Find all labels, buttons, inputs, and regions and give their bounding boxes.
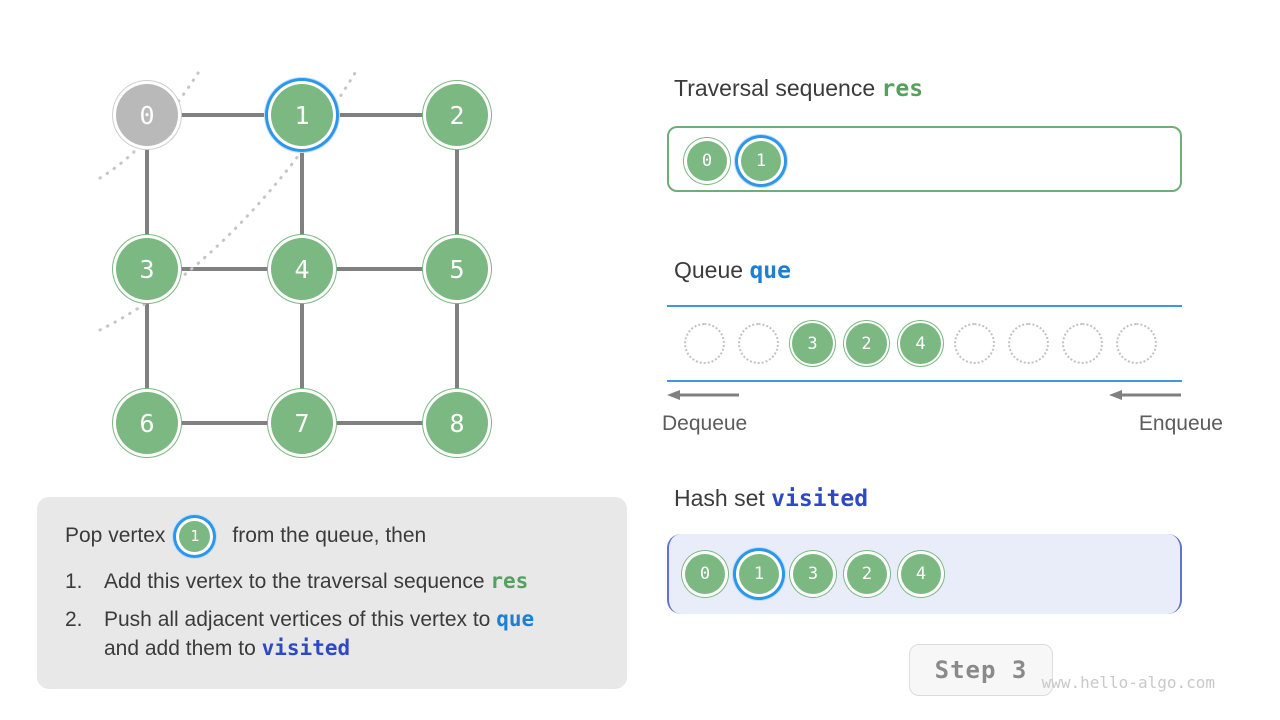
graph-node-3[interactable]: 3 [116,238,178,300]
explanation-box: Pop vertex 1 from the queue, then 1. Add … [37,497,627,689]
res-section-title: Traversal sequence res [674,75,923,102]
set-container: 0 1 3 2 4 [667,534,1182,614]
queue-slots: 3 2 4 [684,305,1157,382]
res-item-label: 1 [755,151,767,171]
queue-container: 3 2 4 [667,305,1182,382]
graph-node-label: 2 [449,100,465,130]
queue-slot-filled-3: 3 [792,323,833,364]
queue-slot-empty [684,323,725,364]
graph-node-label: 5 [449,254,465,284]
set-item-0: 0 [685,554,725,594]
graph-node-4[interactable]: 4 [271,238,333,300]
set-title-code: visited [771,486,869,512]
dequeue-arrow-icon [667,390,739,400]
set-item-3: 3 [793,554,833,594]
queue-slot-label: 3 [807,333,818,354]
explanation-step-code: que [496,607,535,631]
explanation-step-text: Push all adjacent vertices of this verte… [104,605,534,663]
enqueue-label: Enqueue [1138,412,1223,435]
queue-section-title: Queue que [674,257,791,284]
queue-rule-bottom [667,380,1182,382]
explanation-lead-after: from the queue, then [232,524,427,547]
queue-title-code: que [749,258,791,284]
queue-arrows [667,385,1182,407]
res-item-1: 1 [741,141,781,181]
graph-node-1[interactable]: 1 [271,84,333,146]
set-item-label: 2 [861,564,873,584]
graph-node-label: 0 [139,100,155,130]
set-item-label: 4 [915,564,927,584]
set-item-4: 4 [901,554,941,594]
explanation-step: 1. Add this vertex to the traversal seque… [65,567,599,596]
set-item-1: 1 [739,554,779,594]
set-item-label: 0 [699,564,711,584]
explanation-step-code-2: visited [261,636,351,660]
graph-node-label: 6 [139,408,155,438]
queue-slot-filled-4: 4 [900,323,941,364]
set-item-2: 2 [847,554,887,594]
res-title-code: res [881,76,924,102]
explanation-headline: Pop vertex 1 from the queue, then [65,519,599,553]
queue-slot-empty [954,323,995,364]
graph-node-label: 8 [449,408,465,438]
explanation-step-prefix: Add this vertex to the traversal sequenc… [104,570,491,593]
graph-node-5[interactable]: 5 [426,238,488,300]
explanation-steps: 1. Add this vertex to the traversal seque… [65,567,599,663]
step-badge: Step 3 [909,644,1053,696]
set-title-text: Hash set [674,485,772,511]
explanation-step: 2. Push all adjacent vertices of this ver… [65,605,599,663]
enqueue-arrow-icon [1109,390,1181,400]
explanation-vertex-chip: 1 [179,520,211,552]
queue-title-text: Queue [674,257,750,283]
dequeue-label: Dequeue [662,412,748,435]
graph-node-7[interactable]: 7 [271,392,333,454]
set-item-label: 1 [753,564,765,584]
set-item-label: 3 [807,564,819,584]
queue-slot-label: 4 [915,333,926,354]
queue-slot-filled-2: 2 [846,323,887,364]
explanation-vertex-label: 1 [190,527,200,545]
graph-edges-and-frontier [98,66,459,425]
graph-node-label: 7 [294,408,310,438]
set-items: 0 1 3 2 4 [685,534,941,614]
queue-slot-empty [1062,323,1103,364]
explanation-step-text: Add this vertex to the traversal sequenc… [104,567,528,596]
frontier-curve-1 [98,68,202,180]
explanation-step-number: 1. [65,570,83,593]
res-title-text: Traversal sequence [674,75,882,101]
explanation-step-code: res [490,569,529,593]
queue-slot-label: 2 [861,333,872,354]
graph-node-label: 4 [294,254,310,284]
queue-rule-top [667,305,1182,307]
graph-node-label: 1 [294,100,310,130]
queue-slot-empty [738,323,779,364]
res-item-0: 0 [687,141,727,181]
bfs-frontier-curves [98,66,360,332]
queue-slot-empty [1116,323,1157,364]
explanation-lead-before: Pop vertex [65,524,166,547]
graph-node-8[interactable]: 8 [426,392,488,454]
graph-node-label: 3 [139,254,155,284]
graph-node-0[interactable]: 0 [116,84,178,146]
res-item-label: 0 [701,151,713,171]
graph-node-2[interactable]: 2 [426,84,488,146]
explanation-step-prefix-2: and add them to [104,637,262,660]
graph-panel: 0 1 2 3 4 5 6 7 8 [0,0,620,490]
explanation-step-prefix: Push all adjacent vertices of this verte… [104,608,497,631]
queue-slot-empty [1008,323,1049,364]
explanation-step-number: 2. [65,608,83,631]
watermark: www.hello-algo.com [1041,673,1215,692]
set-section-title: Hash set visited [674,485,868,512]
graph-node-6[interactable]: 6 [116,392,178,454]
